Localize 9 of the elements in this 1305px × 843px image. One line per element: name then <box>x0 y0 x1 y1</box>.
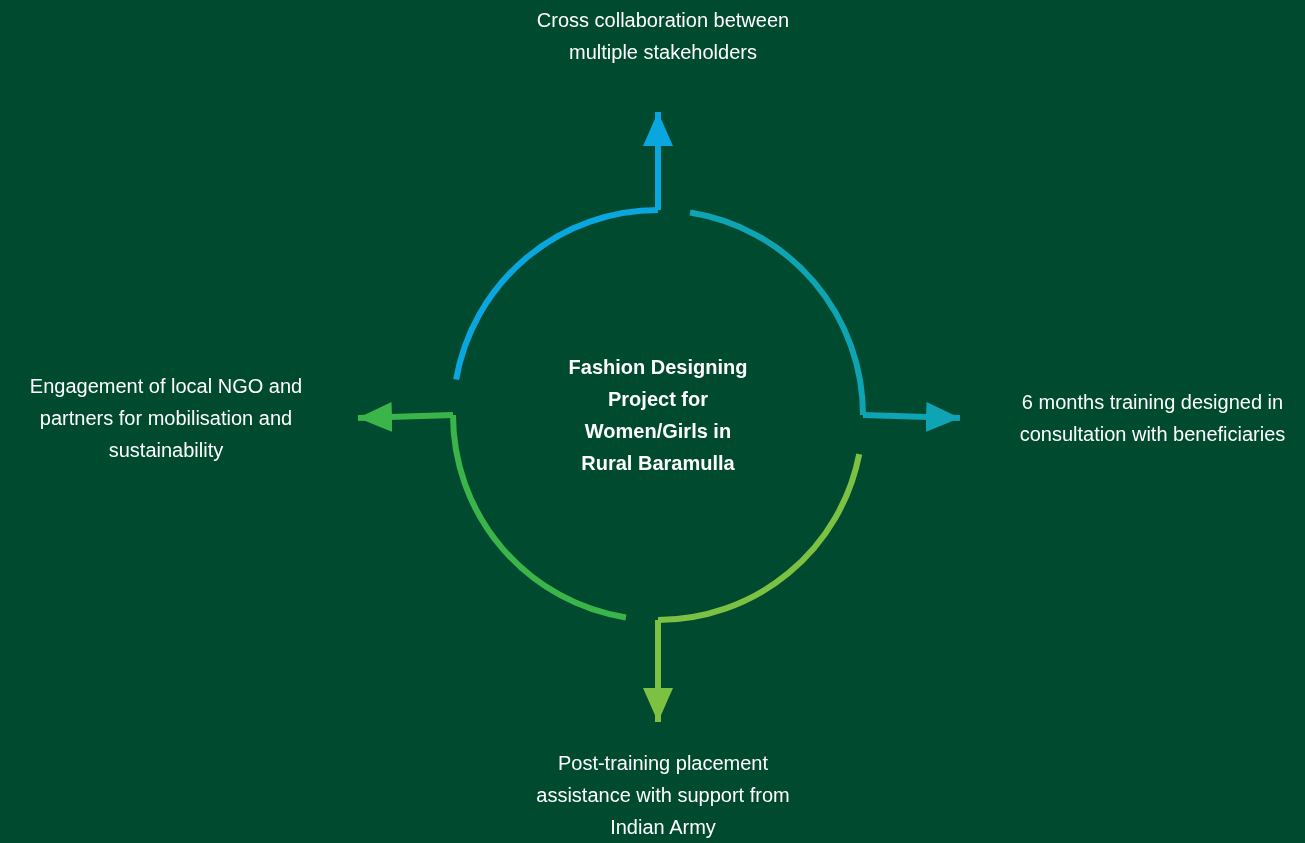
arrow <box>643 620 673 722</box>
outcome-text: Cross collaboration between multiple stakeholders <box>535 8 791 65</box>
outcome-text: Post-training placement assistance with support from Indian Army <box>535 751 791 840</box>
outcome-text: 6 months training designed in consultation with beneficiaries <box>1018 390 1287 447</box>
arrow <box>357 401 454 432</box>
center-title: Fashion Designing Project for Women/Girls in Rural Baramulla <box>567 355 749 476</box>
arrow <box>862 401 961 432</box>
outcome-text: Engagement of local NGO and partners for mobilisation and sustainability <box>28 374 304 463</box>
arrow <box>643 112 673 210</box>
